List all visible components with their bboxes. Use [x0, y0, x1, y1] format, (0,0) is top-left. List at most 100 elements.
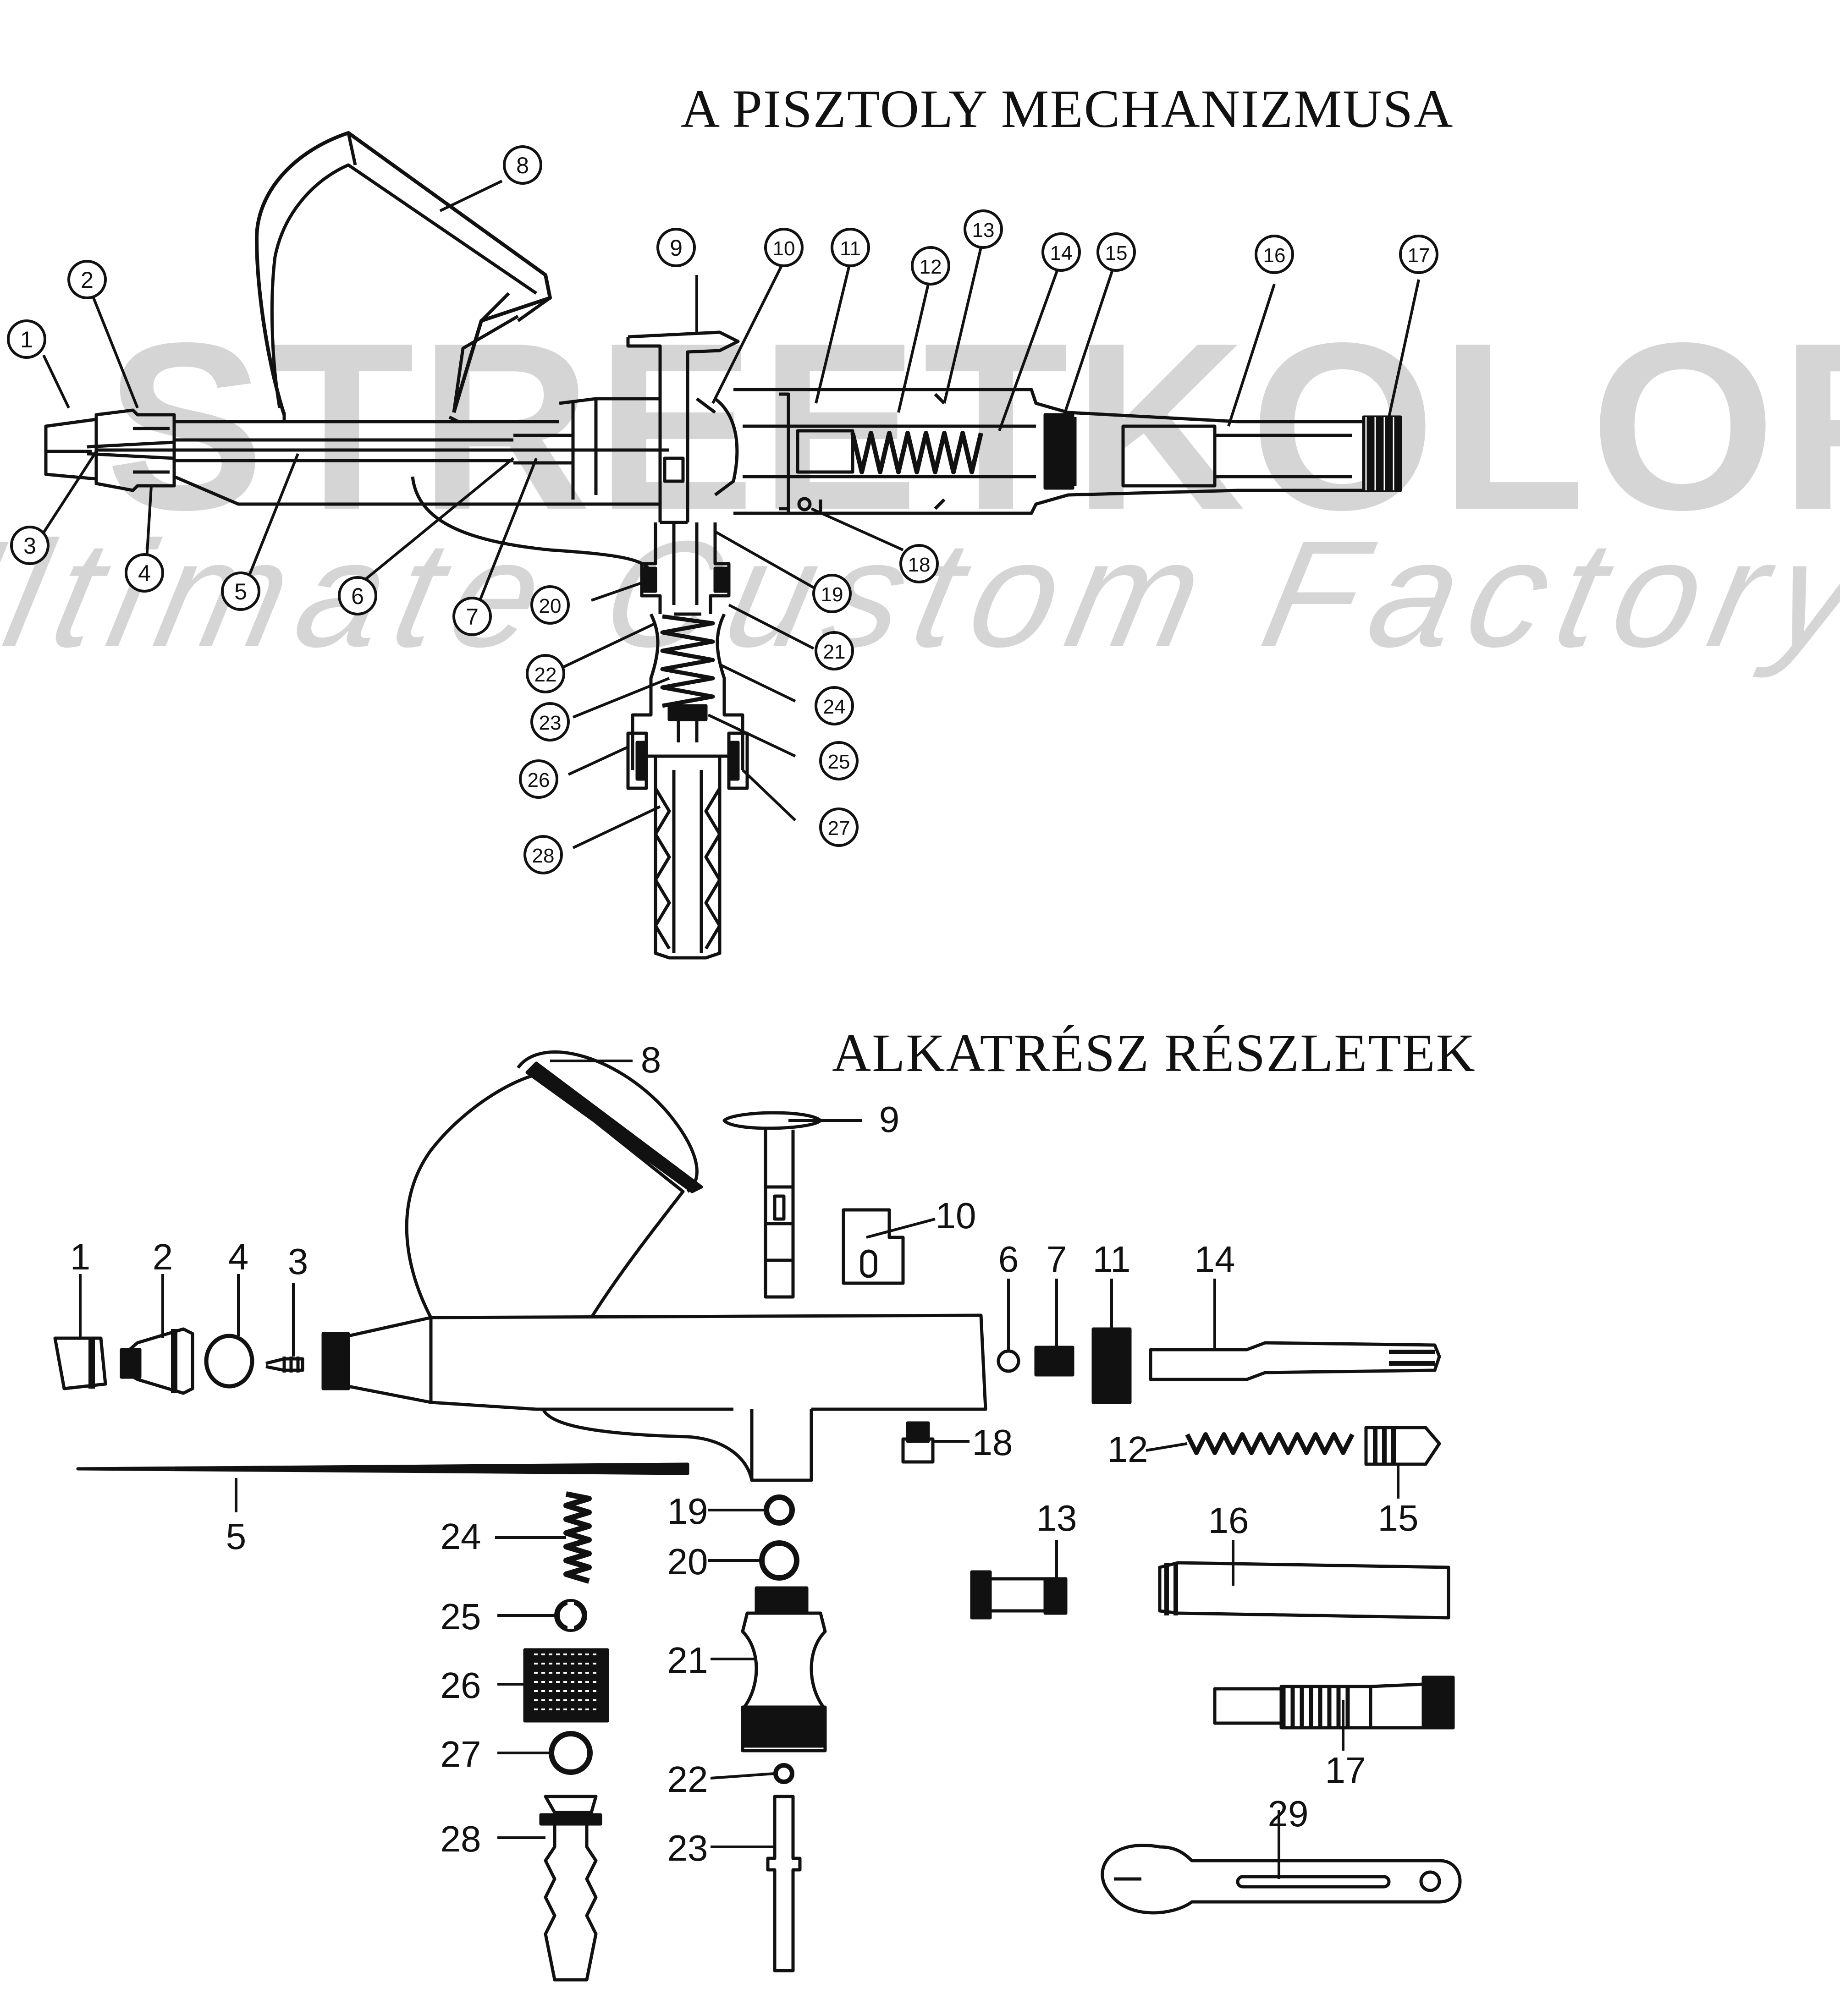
label-7: 7 — [1047, 1239, 1067, 1280]
part-12-spring — [1185, 1432, 1355, 1455]
svg-text:4: 4 — [138, 560, 151, 586]
part-22-washer — [773, 1763, 794, 1784]
svg-text:3: 3 — [23, 533, 36, 559]
part-9-trigger — [722, 1111, 822, 1299]
label-19: 19 — [667, 1491, 708, 1532]
part-4-ring — [204, 1334, 254, 1389]
svg-text:27: 27 — [828, 817, 850, 840]
mechanism-drawing — [44, 131, 1402, 960]
label-20: 20 — [667, 1541, 708, 1582]
top-leader-lines — [40, 180, 1420, 849]
svg-text:18: 18 — [908, 554, 931, 576]
part-17-adjuster — [1213, 1675, 1455, 1730]
label-5: 5 — [226, 1516, 247, 1557]
callout-20: 20 — [530, 585, 570, 625]
svg-text:20: 20 — [539, 595, 562, 617]
svg-text:9: 9 — [670, 235, 683, 261]
part-27-ring — [549, 1731, 593, 1775]
label-21: 21 — [667, 1640, 708, 1681]
callout-19: 19 — [812, 574, 852, 613]
mechanism-title: A PISZTOLY MECHANIZMUSA — [681, 79, 1454, 139]
svg-text:25: 25 — [828, 751, 850, 773]
part-14-tube — [1149, 1341, 1441, 1381]
callout-24: 24 — [815, 686, 854, 725]
callout-6: 6 — [338, 576, 377, 615]
svg-text:19: 19 — [821, 583, 843, 606]
callout-18: 18 — [899, 544, 939, 583]
svg-text:7: 7 — [466, 604, 479, 630]
svg-text:13: 13 — [972, 219, 995, 242]
svg-text:15: 15 — [1105, 242, 1128, 264]
callout-12: 12 — [911, 246, 950, 286]
callout-21: 21 — [815, 631, 854, 670]
part-main-body — [321, 1050, 987, 1482]
callout-26: 26 — [519, 759, 558, 799]
label-23: 23 — [667, 1828, 708, 1868]
callout-13: 13 — [964, 209, 1003, 249]
part-3-nozzle-tip — [265, 1357, 304, 1373]
label-2: 2 — [153, 1236, 173, 1277]
callout-14: 14 — [1041, 232, 1081, 272]
callout-5: 5 — [221, 571, 260, 611]
callout-1: 1 — [7, 319, 46, 359]
label-17: 17 — [1325, 1750, 1366, 1791]
part-2-nozzle-body — [120, 1327, 194, 1395]
part-19-ring — [764, 1494, 795, 1526]
callout-27: 27 — [819, 807, 859, 847]
part-13-sleeve — [970, 1570, 1068, 1620]
svg-text:1: 1 — [20, 327, 33, 352]
callout-10: 10 — [764, 228, 804, 267]
label-13: 13 — [1036, 1498, 1077, 1538]
label-26: 26 — [441, 1665, 481, 1706]
part-24-spring — [563, 1491, 592, 1584]
callout-9: 9 — [656, 228, 696, 267]
callout-2: 2 — [67, 260, 107, 299]
svg-text:12: 12 — [920, 256, 942, 278]
callout-23: 23 — [530, 702, 570, 742]
callout-16: 16 — [1255, 235, 1294, 274]
callout-4: 4 — [125, 553, 164, 593]
svg-text:10: 10 — [773, 237, 795, 260]
callout-7: 7 — [452, 597, 492, 636]
label-15: 15 — [1378, 1498, 1419, 1538]
callout-15: 15 — [1096, 232, 1136, 272]
label-12: 12 — [1107, 1429, 1148, 1470]
label-3: 3 — [288, 1241, 309, 1282]
part-21-valve-body — [741, 1586, 827, 1752]
svg-text:6: 6 — [351, 583, 364, 609]
label-4: 4 — [228, 1236, 249, 1277]
label-18: 18 — [972, 1422, 1013, 1463]
svg-text:14: 14 — [1050, 242, 1073, 264]
part-28-hose-fitting — [539, 1795, 602, 1982]
part-16-handle — [1158, 1561, 1450, 1620]
part-15-cap — [1364, 1426, 1441, 1466]
part-5-needle — [76, 1462, 689, 1475]
callout-28: 28 — [523, 835, 563, 874]
parts-title: ALKATRÉSZ RÉSZLETEK — [832, 1023, 1476, 1083]
part-18-screw — [901, 1421, 935, 1464]
callout-22: 22 — [526, 654, 565, 693]
label-28: 28 — [441, 1818, 481, 1859]
svg-text:17: 17 — [1408, 244, 1430, 267]
svg-text:26: 26 — [528, 769, 550, 791]
label-14: 14 — [1195, 1239, 1235, 1280]
label-25: 25 — [441, 1596, 481, 1637]
watermark: STREETKOLOR Ultimate Custom Factory — [0, 293, 1840, 679]
label-22: 22 — [667, 1759, 708, 1800]
part-11-block — [1091, 1327, 1132, 1404]
callout-17: 17 — [1399, 235, 1438, 274]
label-11: 11 — [1092, 1239, 1130, 1280]
svg-text:2: 2 — [81, 267, 94, 293]
callout-25: 25 — [819, 741, 859, 780]
svg-text:21: 21 — [823, 641, 846, 663]
svg-text:23: 23 — [539, 712, 562, 734]
part-25-clip — [554, 1599, 587, 1632]
part-23-plunger — [766, 1795, 802, 1972]
callout-3: 3 — [10, 526, 50, 565]
bottom-labels: 1 2 4 3 5 6 7 8 9 10 11 12 13 14 15 16 1… — [70, 1039, 1419, 1868]
label-8: 8 — [641, 1039, 661, 1080]
label-24: 24 — [441, 1516, 481, 1557]
svg-text:11: 11 — [840, 237, 861, 260]
callout-11: 11 — [831, 228, 870, 267]
part-26-knurled-nut — [523, 1648, 609, 1723]
